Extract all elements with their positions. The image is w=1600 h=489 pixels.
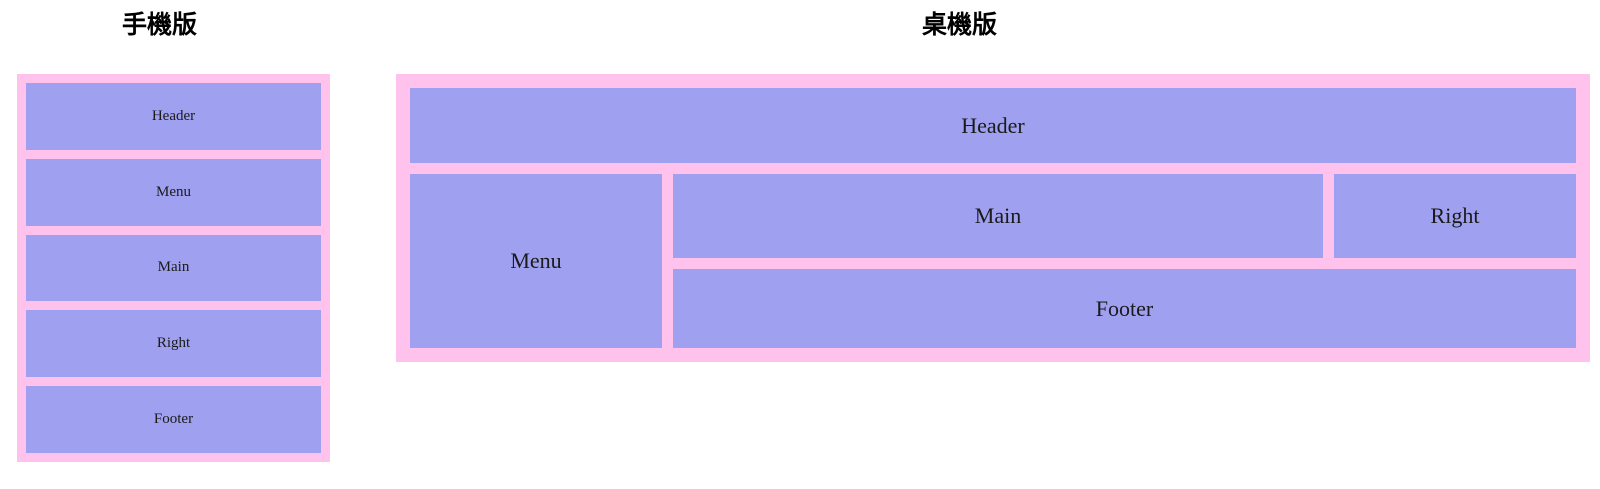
- mobile-region-header: Header: [26, 83, 321, 150]
- desktop-region-footer: Footer: [673, 269, 1576, 348]
- mobile-region-right: Right: [26, 310, 321, 378]
- desktop-body-row: Menu Main Right Footer: [410, 174, 1576, 348]
- desktop-region-menu: Menu: [410, 174, 662, 348]
- desktop-content-stack: Main Right Footer: [673, 174, 1576, 348]
- mobile-region-menu: Menu: [26, 158, 321, 226]
- mobile-region-footer: Footer: [26, 386, 321, 453]
- mobile-region-main: Main: [26, 234, 321, 302]
- desktop-region-header: Header: [410, 88, 1576, 163]
- desktop-upper-row: Main Right: [673, 174, 1576, 258]
- desktop-wireframe-container: Header Menu Main Right Footer: [396, 74, 1590, 362]
- desktop-region-right: Right: [1334, 174, 1576, 258]
- mobile-wireframe-container: Header Menu Main Right Footer: [17, 74, 330, 462]
- desktop-region-main: Main: [673, 174, 1323, 258]
- desktop-layout-title: 桌機版: [922, 10, 998, 39]
- mobile-layout-title: 手機版: [122, 10, 198, 39]
